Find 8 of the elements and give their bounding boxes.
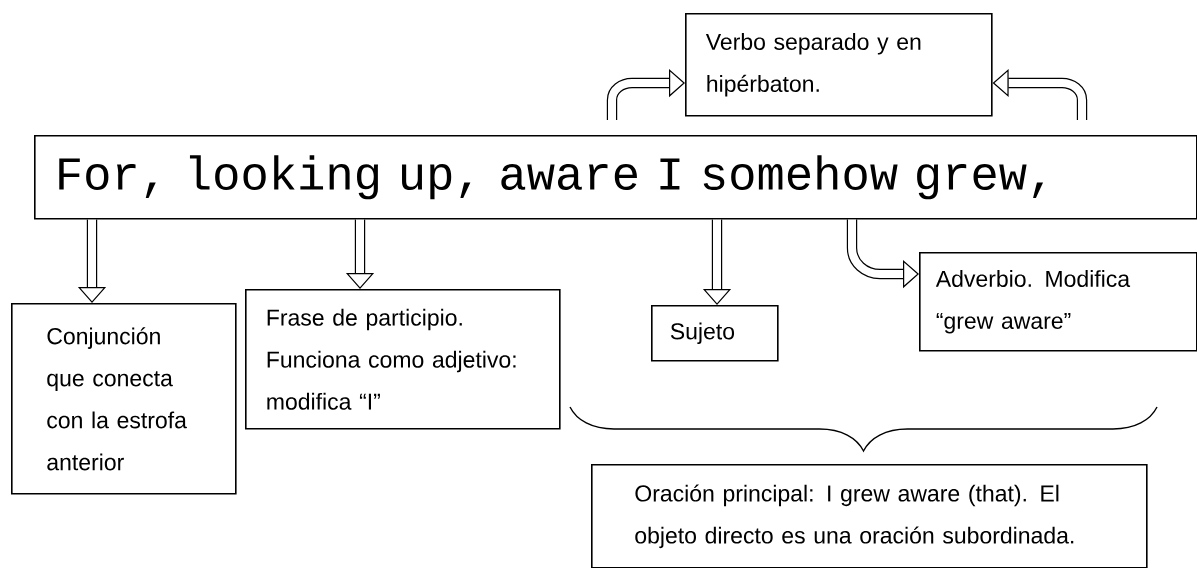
note-box: Sujeto xyxy=(651,305,779,362)
note-box: Conjunción que conecta con la estrofa anterior xyxy=(11,303,237,495)
hook-arrow xyxy=(606,68,685,120)
note-box: Verbo separado y en hipérbaton. xyxy=(685,13,993,117)
sentence-box: For, looking up, aware I somehow grew, xyxy=(34,135,1197,220)
note-box: Oración principal: I grew aware (that). El objeto directo es una oración subordinada. xyxy=(591,464,1148,568)
note-box: Adverbio. Modifica “grew aware” xyxy=(919,252,1197,352)
note-box: Frase de participio. Funciona como adjetivo: modifica “I” xyxy=(245,289,561,430)
